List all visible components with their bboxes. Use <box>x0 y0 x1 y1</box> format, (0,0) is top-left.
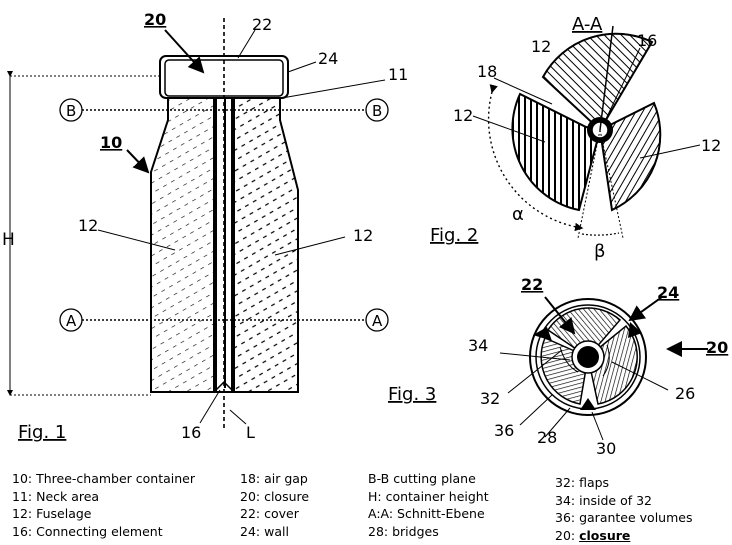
fig3-label-30: 30 <box>596 439 616 458</box>
fig3-label-20: 20 <box>706 338 728 357</box>
fig2-label-16: 16 <box>637 31 657 50</box>
fig1-label-B-left: B <box>66 102 76 120</box>
legend-entry: 34: inside of 32 <box>555 492 652 508</box>
fig2-label-12-top: 12 <box>531 37 551 56</box>
legend-entry: 20: closure <box>240 488 310 504</box>
fig2-sector-top <box>541 32 654 132</box>
fig1-label-16: 16 <box>181 423 201 442</box>
legend-column-4: 32: flaps 34: inside of 32 36: garantee … <box>555 474 692 544</box>
fig3-label-22: 22 <box>521 275 543 294</box>
legend-entry: B-B cutting plane <box>368 471 476 486</box>
fig1-caption: Fig. 1 <box>18 422 66 443</box>
fig2-label-12-left: 12 <box>453 106 473 125</box>
legend-entry: A:A: Schnitt-Ebene <box>368 506 485 522</box>
legend-entry-emphasis: closure <box>579 527 631 543</box>
fig2-angle-alpha-arc <box>487 84 584 232</box>
fig1-label-L: L <box>246 423 255 442</box>
legend-column-2: 18: air gap 20: closure 22: cover 24: wa… <box>240 470 309 540</box>
fig1-labels: 20 22 24 11 10 12 12 16 L H B B A A Fig.… <box>2 10 408 443</box>
fig2-section-title: A-A <box>572 14 603 35</box>
fig3-drawing <box>499 296 708 441</box>
legend-entry: 12: Fuselage <box>12 506 92 522</box>
fig1-section-B-right-bubble <box>365 98 389 122</box>
legend-entry: H: container height <box>368 488 489 504</box>
legend-entry: 16: Connecting element <box>12 523 163 539</box>
legend-entry: 36: garantee volumes <box>555 510 693 526</box>
legend-column-1: 10: Three-chamber container 11: Neck are… <box>12 470 195 540</box>
fig3-labels: 22 24 20 34 26 32 36 28 30 Fig. 3 <box>388 275 728 458</box>
fig1-drawing <box>7 18 389 430</box>
fig2-drawing <box>472 25 701 239</box>
fig1-label-12-left: 12 <box>78 216 98 235</box>
legend-entry: 10: Three-chamber container <box>12 471 196 486</box>
fig1-label-A-right: A <box>372 312 383 330</box>
fig1-label-12-right: 12 <box>353 226 373 245</box>
reference-legend: 10: Three-chamber container 11: Neck are… <box>0 470 732 545</box>
fig3-label-28: 28 <box>537 428 557 447</box>
fig3-label-26: 26 <box>675 384 695 403</box>
fig3-bridge-bottom <box>580 398 596 410</box>
fig3-hub-core <box>577 346 599 368</box>
fig3-label-36: 36 <box>494 421 514 440</box>
fig1-left-chamber <box>150 97 215 393</box>
fig3-caption: Fig. 3 <box>388 384 436 405</box>
fig3-label-34: 34 <box>468 336 488 355</box>
legend-entry: 22: cover <box>240 506 299 522</box>
legend-entry: 11: Neck area <box>12 488 100 504</box>
fig2-angle-beta-arc <box>581 232 620 236</box>
patent-figure-canvas: 20 22 24 11 10 12 12 16 L H B B A A Fig.… <box>2 10 728 458</box>
fig2-sector-right <box>598 101 662 212</box>
fig2-label-12-right: 12 <box>701 136 721 155</box>
legend-entry-prefix: 20: <box>555 527 580 543</box>
fig3-label-24: 24 <box>657 283 679 302</box>
fig3-label-32: 32 <box>480 389 500 408</box>
legend-entry: 24: wall <box>240 523 289 539</box>
fig1-label-20: 20 <box>144 10 166 29</box>
fig2-label-beta: β <box>594 241 606 262</box>
fig1-label-H: H <box>2 230 15 250</box>
fig2-label-18: 18 <box>477 62 497 81</box>
fig1-right-chamber <box>233 97 299 393</box>
fig3-bridge-top-right <box>628 322 642 338</box>
fig2-caption: Fig. 2 <box>430 225 478 246</box>
fig1-label-22: 22 <box>252 15 272 34</box>
fig3-bridge-top-left <box>533 327 552 341</box>
fig1-label-A-left: A <box>66 312 77 330</box>
legend-entry: 28: bridges <box>368 523 439 539</box>
fig1-label-11: 11 <box>388 65 408 84</box>
fig2-labels: A-A 12 16 18 12 12 α β Fig. 2 <box>430 14 721 262</box>
legend-entry: 32: flaps <box>555 475 610 490</box>
fig1-label-24: 24 <box>318 49 338 68</box>
legend-entry: 18: air gap <box>240 471 308 486</box>
legend-column-3: B-B cutting plane H: container height A:… <box>368 470 489 540</box>
legend-entry: 20: closure <box>555 527 692 545</box>
fig1-section-B-left-bubble <box>59 98 83 122</box>
fig2-label-alpha: α <box>512 204 524 225</box>
fig1-label-10: 10 <box>100 133 122 152</box>
fig1-section-A-right-bubble <box>365 308 389 332</box>
fig1-label-B-right: B <box>372 102 382 120</box>
fig1-section-A-left-bubble <box>59 308 83 332</box>
